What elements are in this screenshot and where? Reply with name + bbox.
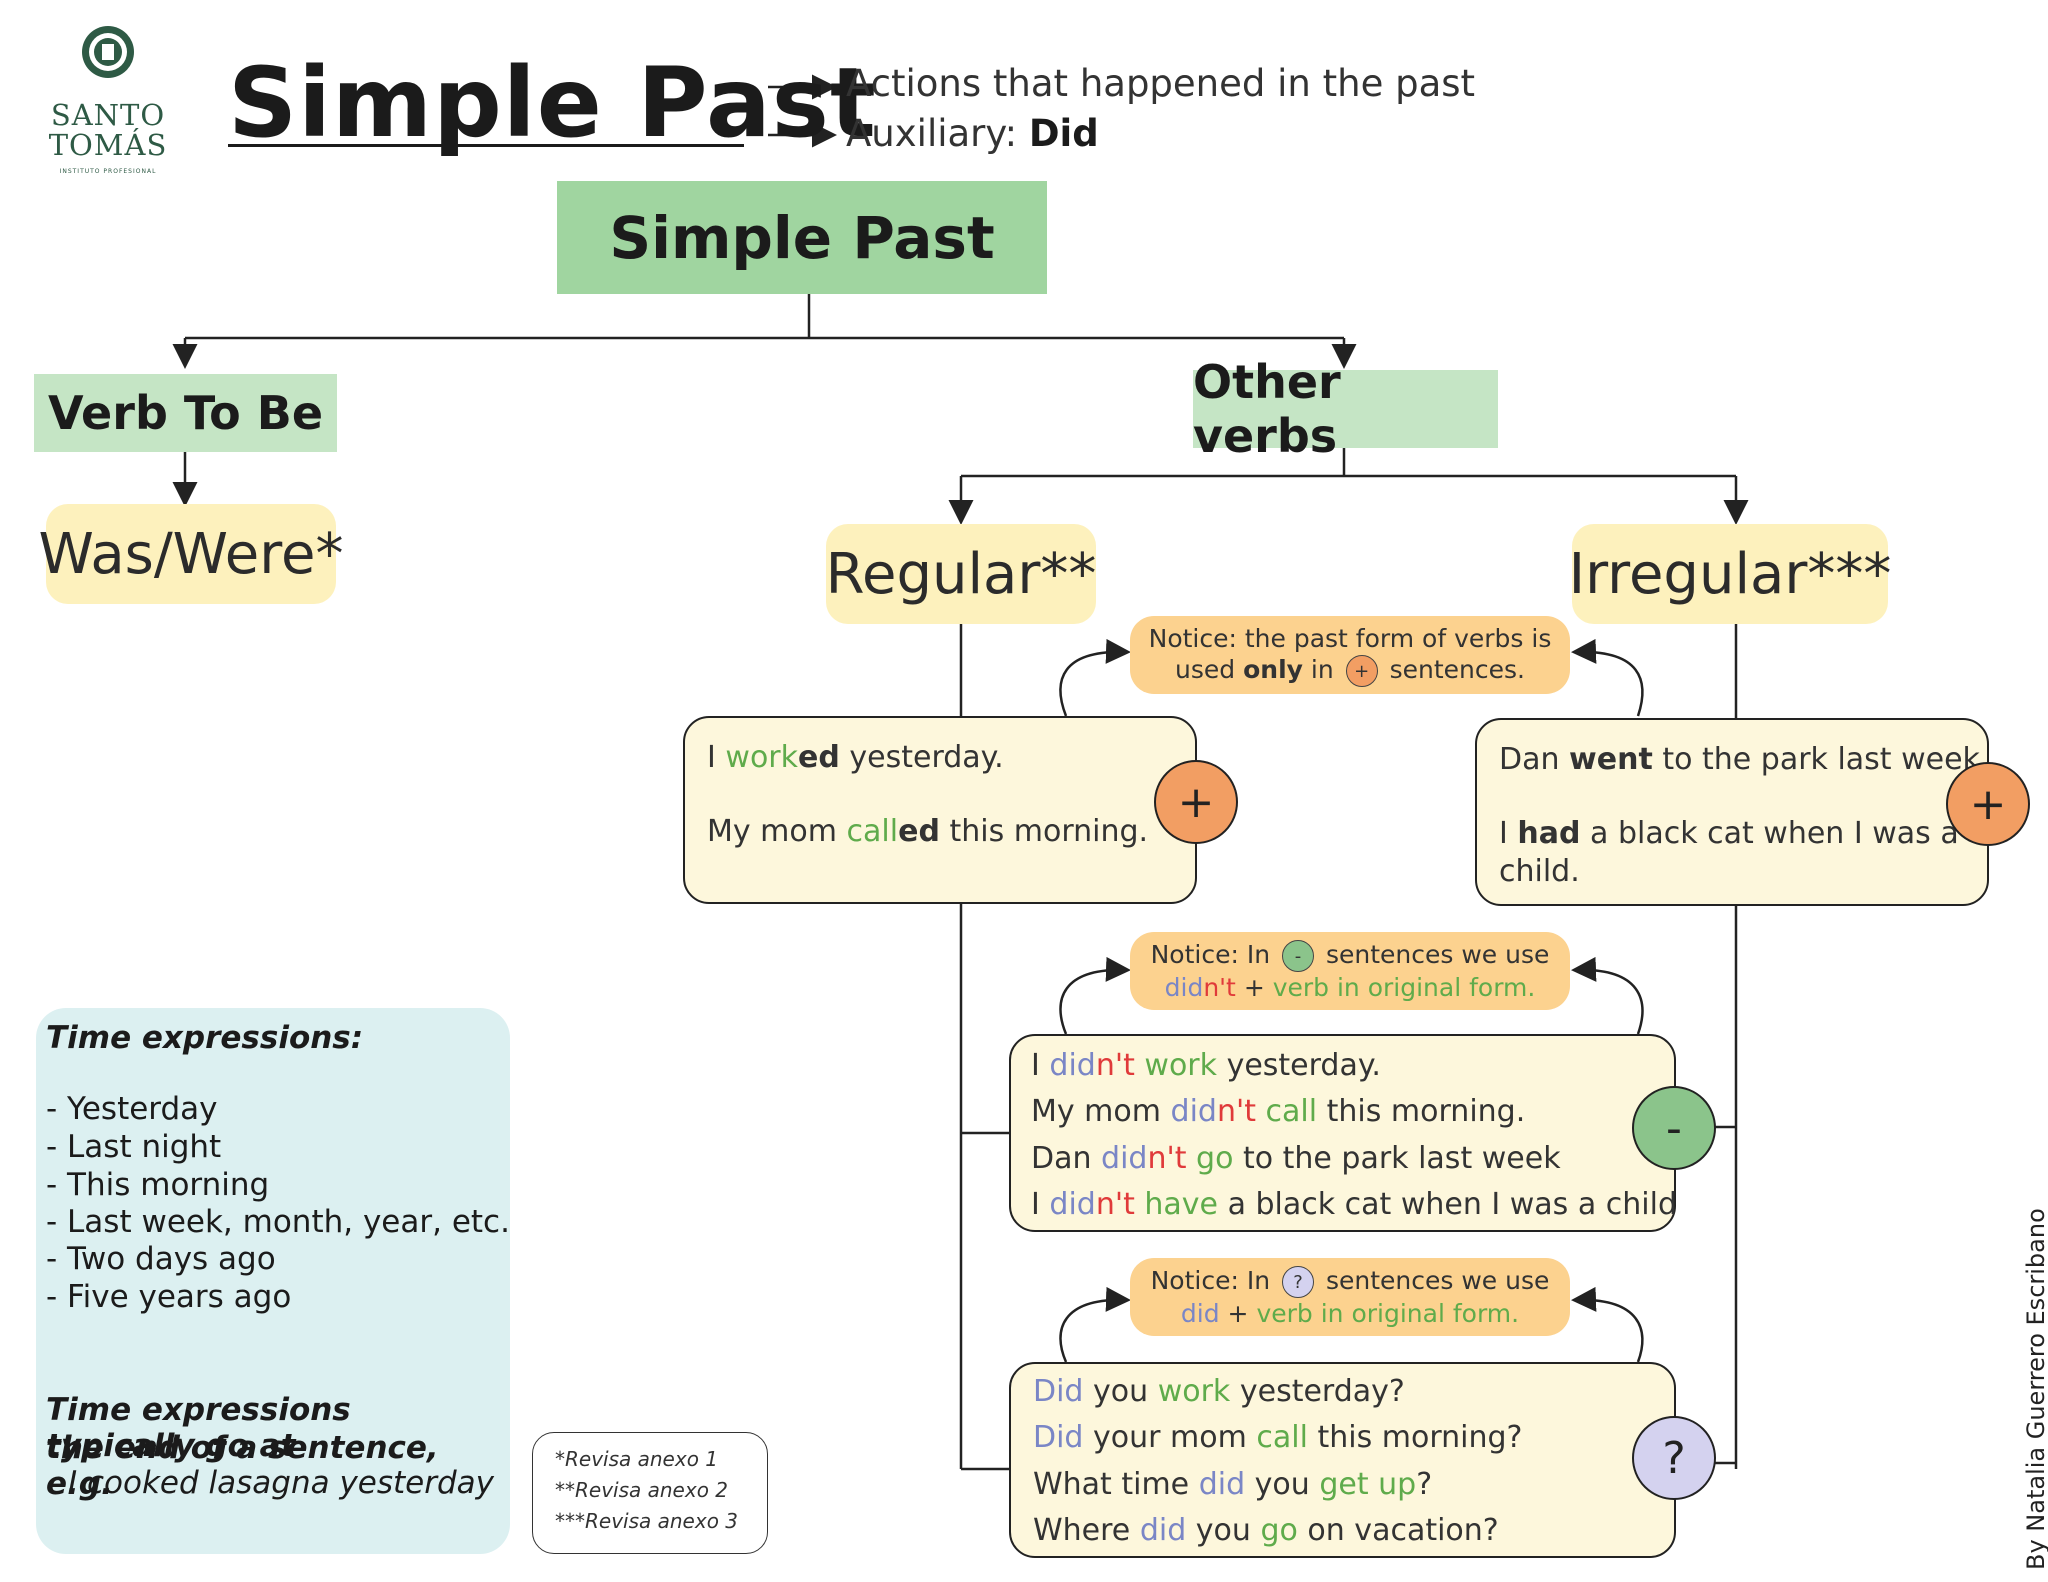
notice-question-line-2: did + verb in original form.	[1180, 1299, 1520, 1328]
irregular-positive-examples: Dan went to the park last week. I had a …	[1475, 718, 1989, 906]
page-title: Simple Past	[228, 47, 877, 159]
notice-negative: Notice: In - sentences we use didn't + v…	[1130, 932, 1570, 1010]
auxiliary-value: Did	[1028, 112, 1099, 155]
time-expressions-example: I cooked lasagna yesterday	[68, 1465, 495, 1501]
time-expression-item: - Two days ago	[46, 1241, 276, 1277]
root-simple-past-box: Simple Past	[557, 181, 1047, 294]
negative-sentence-1: I didn't work yesterday.	[1031, 1048, 1381, 1083]
annex-1: *Revisa anexo 1	[555, 1447, 719, 1471]
minus-icon: -	[1632, 1086, 1716, 1170]
question-examples: Did you work yesterday? Did your mom cal…	[1009, 1362, 1676, 1558]
time-expressions-box: Time expressions: - Yesterday - Last nig…	[36, 1008, 510, 1554]
irregular-positive-sentence-2-cont: child.	[1499, 854, 1580, 889]
time-expression-item: - Last night	[46, 1129, 222, 1165]
regular-positive-sentence-1: I worked yesterday.	[707, 740, 1004, 775]
author-credit: By Natalia Guerrero Escribano	[2022, 1208, 2048, 1570]
was-were-pill: Was/Were*	[39, 504, 343, 604]
time-expression-item: - Last week, month, year, etc.	[46, 1204, 510, 1240]
auxiliary-line: Auxiliary: Did	[846, 112, 1099, 156]
question-sentence-3: What time did you get up?	[1033, 1467, 1433, 1502]
title-underline	[228, 144, 744, 147]
annex-3: ***Revisa anexo 3	[555, 1509, 739, 1533]
regular-positive-sentence-2: My mom called this morning.	[707, 814, 1149, 849]
time-expressions-note-1: Time expressions typically go at	[46, 1392, 351, 1464]
plus-icon: +	[1946, 762, 2030, 846]
irregular-positive-sentence-2: I had a black cat when I was a	[1499, 816, 1959, 851]
logo-line-1: SANTO	[50, 98, 166, 132]
time-expressions-title: Time expressions:	[46, 1020, 364, 1056]
negative-sentence-2: My mom didn't call this morning.	[1031, 1094, 1526, 1129]
annex-notes: *Revisa anexo 1 **Revisa anexo 2 ***Revi…	[532, 1432, 768, 1554]
question-icon: ?	[1632, 1416, 1716, 1500]
regular-pill: Regular**	[826, 524, 1096, 624]
santo-tomas-logo: SANTO TOMÁS INSTITUTO PROFESIONAL	[38, 24, 178, 184]
regular-positive-examples: I worked yesterday. My mom called this m…	[683, 716, 1197, 904]
negative-examples: I didn't work yesterday. My mom didn't c…	[1009, 1034, 1677, 1232]
logo-line-3: INSTITUTO PROFESIONAL	[59, 168, 157, 175]
time-expressions-note-2: the end of a sentence, e.g.	[46, 1430, 439, 1502]
plus-mini-icon: +	[1345, 655, 1378, 687]
notice-positive-line-2: used only in + sentences.	[1175, 654, 1525, 687]
notice-positive-line-1: Notice: the past form of verbs is	[1148, 624, 1552, 653]
notice-positive: Notice: the past form of verbs is used o…	[1130, 616, 1570, 694]
question-sentence-4: Where did you go on vacation?	[1033, 1513, 1499, 1548]
notice-negative-line-2: didn't + verb in original form.	[1164, 973, 1536, 1002]
negative-sentence-3: Dan didn't go to the park last week	[1031, 1141, 1561, 1176]
notice-negative-line-1: Notice: In - sentences we use	[1151, 939, 1549, 972]
notice-question-line-1: Notice: In ? sentences we use	[1151, 1265, 1549, 1298]
time-expression-item: - Five years ago	[46, 1279, 292, 1315]
time-expression-item: - Yesterday	[46, 1091, 218, 1127]
question-sentence-2: Did your mom call this morning?	[1033, 1420, 1523, 1455]
question-mini-icon: ?	[1282, 1266, 1315, 1298]
verb-to-be-header: Verb To Be	[34, 374, 337, 452]
time-expression-item: - This morning	[46, 1167, 270, 1203]
question-sentence-1: Did you work yesterday?	[1033, 1374, 1405, 1409]
seal-icon	[82, 26, 134, 78]
annex-2: **Revisa anexo 2	[555, 1478, 729, 1502]
notice-question: Notice: In ? sentences we use did + verb…	[1130, 1258, 1570, 1336]
auxiliary-label: Auxiliary:	[846, 112, 1018, 155]
plus-icon: +	[1154, 760, 1238, 844]
other-verbs-header: Other verbs	[1193, 355, 1498, 463]
minus-mini-icon: -	[1282, 940, 1315, 972]
definition-line: Actions that happened in the past	[846, 62, 1476, 105]
negative-sentence-4: I didn't have a black cat when I was a c…	[1031, 1187, 1677, 1222]
irregular-pill: Irregular***	[1569, 524, 1891, 624]
irregular-positive-sentence-1: Dan went to the park last week.	[1499, 742, 1990, 777]
logo-line-2: TOMÁS	[48, 128, 168, 162]
